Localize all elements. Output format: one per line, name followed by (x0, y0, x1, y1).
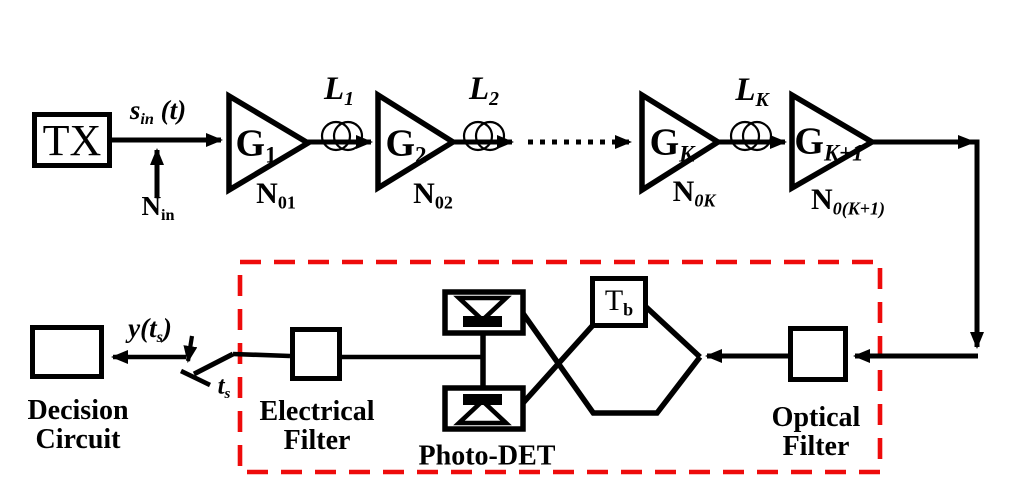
switch-arm (192, 351, 235, 377)
fiber-coil-1-icon (332, 120, 364, 152)
ampk-noise-label: N0K (672, 174, 716, 211)
photodiode-top-bar-icon (463, 316, 502, 327)
balanced-detector (342, 289, 526, 432)
input-noise-label: Nin (141, 191, 175, 225)
fiber-coil-k-icon (741, 120, 773, 152)
electrical-filter-box (290, 327, 342, 381)
delay-tb-box: Tb (590, 276, 648, 328)
sampling-switch (111, 335, 291, 388)
tx-label: TX (42, 115, 102, 165)
photodiode-bottom-triangle-icon (453, 397, 512, 426)
corner-right-arrowhead (958, 135, 976, 149)
fiber2-label: L2 (468, 71, 500, 111)
amplifier-k-triangle (639, 90, 724, 195)
ampk1-noise-label: N0(K+1) (811, 182, 885, 219)
ampk1-output-corner (872, 139, 984, 349)
fiber-coil-2-icon (474, 120, 506, 152)
optical-filter-label: Optical Filter (771, 401, 861, 462)
ampk-gain-label: GK (649, 121, 695, 167)
amp2-noise-label: N02 (413, 176, 453, 213)
fiberk-label: LK (735, 72, 769, 112)
filter-to-switch-line (232, 351, 291, 359)
electrical-filter-label: Electrical Filter (259, 395, 375, 456)
tx-box: TX (32, 112, 112, 168)
photodet-label: Photo-DET (418, 440, 556, 472)
fiber-coil-1-icon (320, 120, 352, 152)
fiber-coil-k-icon (729, 120, 761, 152)
amplifiers (226, 90, 878, 195)
sampled-output-label: y(ts) (128, 313, 172, 347)
ampk1-gain-label: GK+1 (794, 120, 864, 166)
input-signal-label: sin (t) (129, 95, 187, 129)
mzi-lower-left-arm (519, 310, 597, 416)
fiber-coils (320, 120, 773, 152)
mzi-lower-right-arm (592, 355, 703, 416)
decision-circuit-label: Decision Circuit (27, 394, 129, 455)
delay-tb-label: Tb (604, 283, 634, 320)
receiver-dashed-box (237, 259, 883, 475)
amp1-gain-label: G1 (235, 122, 277, 168)
amplifier-k1-triangle (789, 90, 878, 193)
amplifier-2-triangle (375, 90, 459, 193)
photodiode-top-triangle-icon (453, 295, 512, 324)
delay-interferometer (519, 303, 703, 416)
amplifier-1-triangle (226, 91, 314, 195)
amp2-gain-label: G2 (385, 122, 427, 168)
optical-filter-box (788, 326, 848, 382)
amp1-noise-label: N01 (256, 176, 296, 213)
fiber1-label: L1 (323, 71, 355, 111)
photodiode-bottom-bar-icon (463, 394, 502, 405)
sampler-arrow (183, 335, 198, 363)
fiber-coil-2-icon (462, 120, 494, 152)
decision-circuit-box (30, 325, 104, 379)
sampler-slash (180, 368, 211, 388)
sample-time-label: ts (217, 372, 231, 402)
mzi-upper-right-arm (643, 303, 702, 360)
